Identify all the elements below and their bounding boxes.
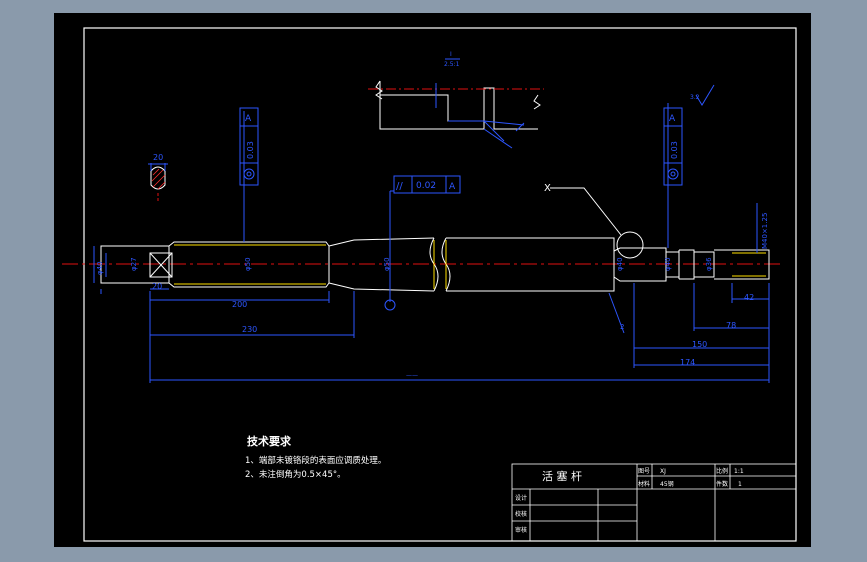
chrome-zone (174, 240, 766, 289)
dim-200: 200 (232, 300, 247, 309)
detail-leader (550, 187, 622, 236)
tol-left-datum: A (245, 114, 252, 124)
dia-step-2: φ40 (664, 257, 672, 271)
dia-thread: φ36 (705, 257, 713, 271)
tech-requirement-1: 1、端部未镀铬段的表面应调质处理。 (245, 456, 387, 466)
dim-total: —— (406, 372, 418, 379)
dia-bar: φ50 (383, 257, 391, 271)
parallel-symbol: // (396, 181, 403, 192)
parallelism-frame: // 0.02 A (393, 175, 461, 194)
dim-42: 42 (744, 293, 754, 302)
dim-2: 2 (620, 323, 624, 331)
title-block (511, 463, 797, 542)
tol-right-datum: A (669, 114, 676, 124)
cad-drawing: X 200 230 —— 174 150 78 42 20 2 φ40 φ27 (62, 27, 797, 542)
detail-view: I 2.5:1 (368, 51, 544, 149)
thread-spec: M40×1.25 (761, 213, 769, 249)
dia-left: φ40 (96, 261, 104, 275)
dia-step: φ40 (616, 257, 624, 271)
scale-value: 1:1 (734, 468, 744, 475)
dim-230: 230 (242, 325, 257, 334)
section-view: 20 (148, 153, 168, 201)
checker-label: 校核 (515, 510, 527, 518)
designer-label: 设计 (515, 494, 527, 502)
dim-20-flat: 20 (152, 282, 162, 291)
drawing-title: 活 塞 杆 (542, 469, 582, 483)
parallel-value: 0.02 (416, 181, 436, 191)
tolerance-frame-left: A 0.03 (239, 107, 259, 186)
datum-a-marker (384, 299, 396, 311)
drawing-no-value: XJ (660, 468, 666, 475)
detail-label: X (544, 183, 551, 194)
material-value: 45钢 (660, 480, 674, 488)
tolerance-frame-right: A 0.03 (663, 107, 683, 186)
material-label: 材料 (638, 480, 650, 488)
roughness-value: 3.2 (690, 94, 700, 101)
shaft-outline (100, 237, 770, 292)
parallel-datum: A (449, 182, 456, 192)
drawing-sheet: X 200 230 —— 174 150 78 42 20 2 φ40 φ27 (54, 13, 811, 547)
inner-border (83, 27, 797, 542)
detail-circle (616, 231, 644, 259)
dim-78: 78 (726, 321, 736, 330)
roughness-symbol: 3.2 (690, 84, 715, 106)
tol-left-value: 0.03 (246, 141, 255, 159)
dia-main: φ50 (244, 257, 252, 271)
tech-requirement-2: 2、未注倒角为0.5×45°。 (245, 470, 346, 480)
dim-174: 174 (680, 358, 695, 367)
scale-label: 比例 (716, 467, 728, 475)
dim-150: 150 (692, 340, 707, 349)
tech-requirements-heading: 技术要求 (247, 435, 291, 448)
detail-scale-ratio: 2.5:1 (444, 61, 460, 68)
detail-scale: I (450, 51, 452, 58)
drawing-no-label: 图号 (638, 468, 650, 475)
reviewer-label: 审核 (515, 526, 527, 534)
dia-key: φ27 (130, 257, 138, 271)
quantity-value: 1 (738, 481, 742, 488)
dimension-lines (93, 103, 770, 383)
tol-right-value: 0.03 (670, 141, 679, 159)
quantity-label: 件数 (716, 480, 728, 488)
dim-20-section: 20 (153, 153, 163, 162)
